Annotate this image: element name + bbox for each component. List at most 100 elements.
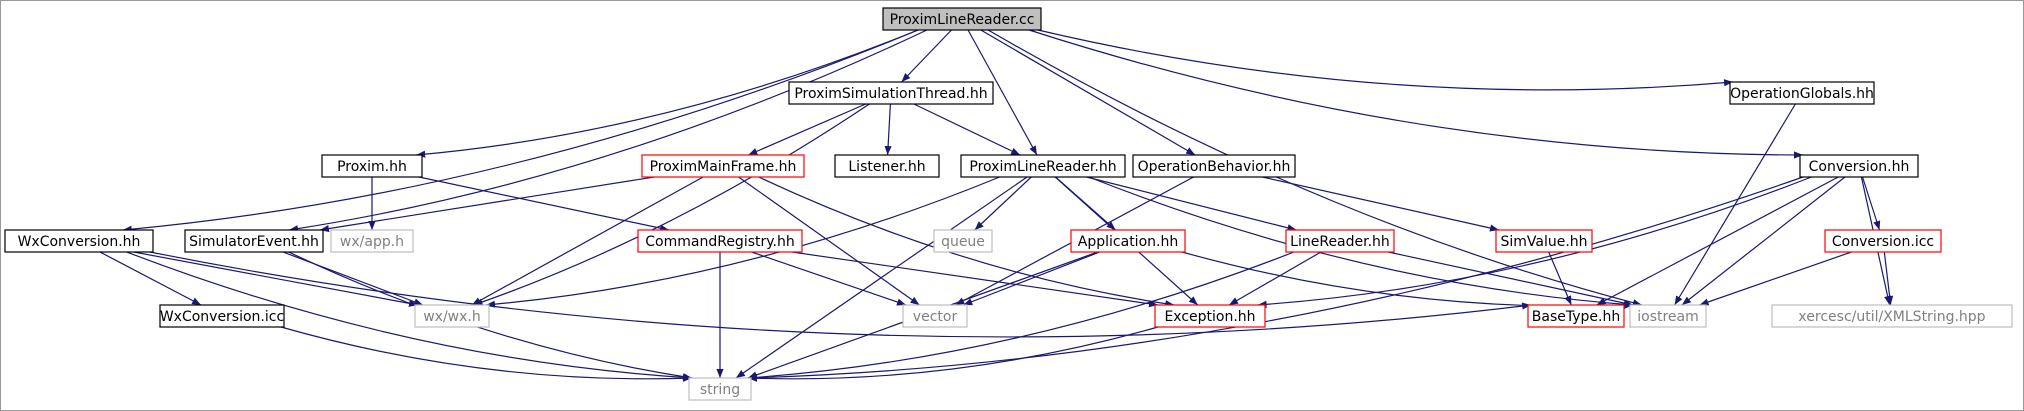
edge-root-to-iostream [987, 29, 1643, 307]
edge-linereader-to-exception [1228, 251, 1322, 306]
node-label: OperationBehavior.hh [1138, 159, 1291, 175]
node-label: SimValue.hh [1500, 234, 1587, 250]
node-exception[interactable]: Exception.hh [1154, 304, 1266, 328]
node-box [933, 229, 993, 253]
edge-root-to-pst [901, 29, 952, 83]
node-linereader[interactable]: LineReader.hh [1285, 229, 1395, 253]
node-label: Conversion.hh [1809, 159, 1910, 175]
edge-pst-to-listener [884, 103, 892, 156]
node-label: Application.hh [1078, 234, 1178, 250]
node-box [1799, 154, 1919, 178]
node-label: OperationGlobals.hh [1730, 86, 1874, 102]
node-box [788, 81, 994, 105]
edge-simevt-to-wxwx [282, 251, 424, 306]
node-xerces: xercesc/util/XMLString.hpp [1771, 304, 2013, 328]
edge-pmf-to-exception [758, 176, 1175, 308]
node-simvalue[interactable]: SimValue.hh [1495, 229, 1593, 253]
edge-simevt-to-string [288, 251, 693, 381]
node-box [637, 229, 803, 253]
node-pst[interactable]: ProximSimulationThread.hh [788, 81, 994, 105]
node-box [834, 154, 940, 178]
edge-pmf-to-vector [738, 176, 920, 306]
edge-wxconv-to-basetype [149, 251, 1532, 338]
edge-convhh-to-basetype [1596, 176, 1839, 306]
edge-convhh-to-exception [1257, 176, 1812, 308]
node-box [1527, 304, 1625, 328]
node-label: xercesc/util/XMLString.hpp [1798, 309, 1985, 325]
node-root[interactable]: ProximLineReader.cc [882, 7, 1042, 31]
node-convicc[interactable]: Conversion.icc [1824, 229, 1942, 253]
node-label: Listener.hh [848, 159, 925, 175]
node-listener[interactable]: Listener.hh [834, 154, 940, 178]
node-queue: queue [933, 229, 993, 253]
node-label: wx/wx.h [423, 309, 481, 325]
edge-wxconvicc-to-string [280, 326, 693, 382]
node-label: vector [913, 309, 958, 325]
node-cmdreg[interactable]: CommandRegistry.hh [637, 229, 803, 253]
node-label: iostream [1637, 309, 1699, 325]
edge-pst-to-plrhh [913, 103, 1021, 156]
node-box [902, 304, 968, 328]
edge-cmdreg-to-exception [791, 251, 1159, 308]
edge-root-to-plrhh [967, 29, 1038, 156]
node-simevt[interactable]: SimulatorEvent.hh [184, 229, 324, 253]
node-layer: ProximLineReader.ccProximSimulationThrea… [4, 7, 2013, 401]
node-box [1729, 81, 1875, 105]
edge-pst-to-pmf [748, 103, 866, 156]
edge-og-to-iostream [1674, 103, 1796, 306]
node-proxim[interactable]: Proxim.hh [321, 154, 423, 178]
node-wxconvicc[interactable]: WxConversion.icc [159, 304, 285, 328]
node-wxapp: wx/app.h [330, 229, 414, 253]
node-box [414, 304, 490, 328]
node-box [159, 304, 285, 328]
node-basetype[interactable]: BaseType.hh [1527, 304, 1625, 328]
edge-simvalue-to-basetype [1548, 251, 1572, 306]
edge-convhh-to-string [747, 176, 1804, 382]
edge-root-to-opbeh [980, 29, 1196, 156]
node-box [1824, 229, 1942, 253]
node-box [641, 154, 805, 178]
edge-opbeh-to-simvalue [1262, 176, 1500, 232]
node-box [882, 7, 1042, 31]
edge-root-to-simevt [288, 29, 928, 233]
node-label: Conversion.icc [1832, 234, 1934, 250]
node-wxconv[interactable]: WxConversion.hh [4, 229, 154, 253]
edge-root-to-proxim [416, 29, 919, 158]
node-og[interactable]: OperationGlobals.hh [1729, 81, 1875, 105]
edge-convhh-to-convicc [1861, 176, 1881, 231]
edge-linereader-to-iostream [1387, 251, 1634, 307]
node-plrhh[interactable]: ProximLineReader.hh [960, 154, 1126, 178]
edge-root-to-og [1037, 29, 1734, 91]
edge-linereader-to-string [747, 251, 1295, 381]
node-app[interactable]: Application.hh [1070, 229, 1186, 253]
node-label: queue [941, 234, 985, 250]
node-pmf[interactable]: ProximMainFrame.hh [641, 154, 805, 178]
node-box [4, 229, 154, 253]
node-box [1070, 229, 1186, 253]
node-label: SimulatorEvent.hh [189, 234, 319, 250]
node-label: WxConversion.hh [18, 234, 141, 250]
node-label: ProximSimulationThread.hh [794, 86, 987, 102]
node-opbeh[interactable]: OperationBehavior.hh [1132, 154, 1296, 178]
node-box [1495, 229, 1593, 253]
edge-plrhh-to-linereader [1086, 176, 1297, 232]
edge-exception-to-string [747, 326, 1159, 382]
edge-plrhh-to-queue [974, 176, 1032, 231]
node-label: BaseType.hh [1532, 309, 1620, 325]
node-label: ProximLineReader.hh [969, 159, 1116, 175]
edge-cmdreg-to-vector [751, 251, 907, 306]
edge-wxconv-to-string [126, 251, 693, 382]
node-convhh[interactable]: Conversion.hh [1799, 154, 1919, 178]
node-box [1771, 304, 2013, 328]
node-label: CommandRegistry.hh [645, 234, 794, 250]
edge-convicc-to-xerces [1883, 251, 1894, 306]
edge-wxconv-to-wxwx [133, 251, 419, 307]
edge-convicc-to-iostream [1699, 251, 1852, 306]
node-box [1154, 304, 1266, 328]
node-label: WxConversion.icc [160, 309, 284, 325]
edge-app-to-vector [963, 251, 1100, 306]
node-box [1285, 229, 1395, 253]
node-box [184, 229, 324, 253]
node-string: string [688, 377, 752, 401]
